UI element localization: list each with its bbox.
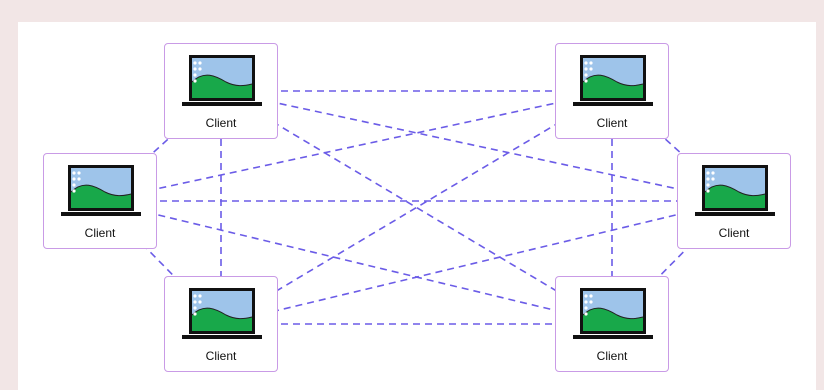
client-label: Client [596, 116, 628, 130]
link-top-left-to-bottom-right [220, 90, 613, 325]
client-node-top-left: Client [164, 43, 278, 139]
laptop-icon [695, 165, 775, 216]
laptop-icon [573, 55, 653, 106]
client-node-mid-left: Client [43, 153, 157, 249]
link-mid-right-to-bottom-left [220, 200, 735, 325]
client-node-mid-right: Client [677, 153, 791, 249]
laptop-icon [61, 165, 141, 216]
client-label: Client [84, 226, 116, 240]
client-node-bottom-right: Client [555, 276, 669, 372]
link-top-left-to-mid-right [220, 90, 735, 202]
client-label: Client [205, 116, 237, 130]
client-node-top-right: Client [555, 43, 669, 139]
client-node-bottom-left: Client [164, 276, 278, 372]
client-label: Client [205, 349, 237, 363]
link-top-right-to-bottom-left [220, 90, 613, 325]
laptop-icon [182, 55, 262, 106]
laptop-icon [573, 288, 653, 339]
link-mid-left-to-bottom-right [99, 200, 613, 325]
link-top-right-to-mid-left [99, 90, 613, 202]
client-label: Client [718, 226, 750, 240]
laptop-icon [182, 288, 262, 339]
client-label: Client [596, 349, 628, 363]
